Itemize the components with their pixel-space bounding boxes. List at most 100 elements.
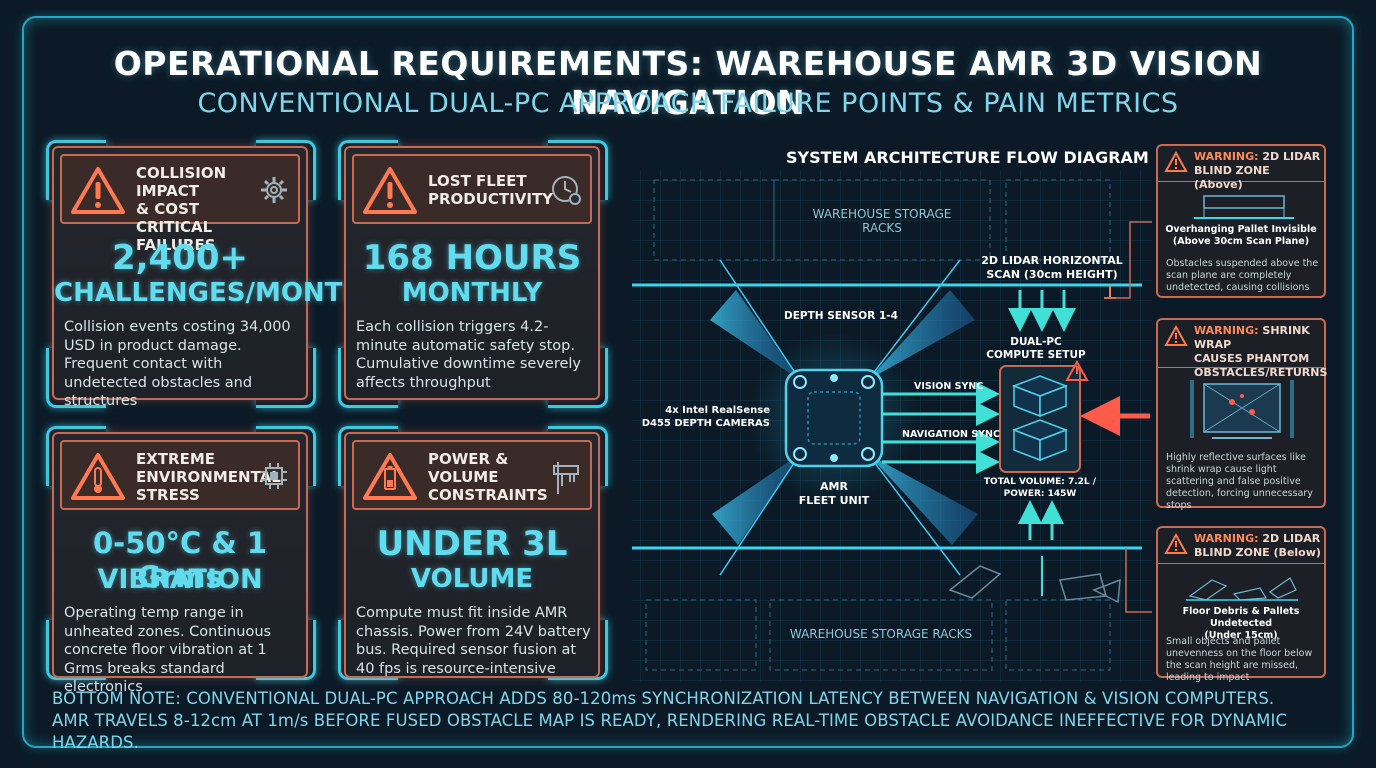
card-corner-bracket	[548, 140, 608, 200]
rack-bottom-box	[769, 599, 993, 671]
card-metric-value: 0-50°C & 1 Grms	[92, 526, 267, 594]
warning-description: Small objects and pallet unevenness on t…	[1166, 636, 1313, 683]
depth-sensor-label: DEPTH SENSOR 1-4	[784, 310, 898, 322]
card-metric-value: 2,400+	[111, 238, 249, 278]
page-subtitle: CONVENTIONAL DUAL-PC APPROACH FAILURE PO…	[197, 88, 1179, 119]
card-metric-unit: VIBRATION	[97, 564, 263, 595]
card-metric-value: 168 HOURS	[362, 238, 582, 278]
rack-top-box	[773, 179, 991, 261]
warning-icon	[1164, 533, 1188, 554]
shrink-wrap-icon	[1190, 380, 1294, 439]
warning-subtitle: Overhanging Pallet Invisible(Above 30cm …	[1165, 224, 1317, 247]
page-title: OPERATIONAL REQUIREMENTS: WAREHOUSE AMR …	[113, 44, 1263, 122]
depth-camera-dot	[793, 447, 807, 461]
card-corner-bracket	[256, 426, 316, 486]
card-metric-unit: MONTHLY	[401, 278, 543, 308]
depth-camera-dot	[830, 454, 838, 462]
card-corner-bracket	[46, 348, 106, 408]
card-metric-unit: VOLUME	[410, 564, 534, 594]
depth-camera-dot	[861, 447, 875, 461]
warning-icon	[363, 167, 417, 214]
rack-bottom-label: WAREHOUSE STORAGE RACKS	[789, 627, 973, 641]
diagram-title: SYSTEM ARCHITECTURE FLOW DIAGRAM	[786, 148, 1149, 167]
warning-icon	[1164, 325, 1188, 346]
battery-warning-icon	[363, 453, 417, 500]
card-corner-bracket	[256, 620, 316, 680]
card-corner-bracket	[256, 348, 316, 408]
amr-inner	[807, 391, 861, 445]
navigation-sync-label: NAVIGATION SYNC	[902, 429, 1000, 440]
compute-unit-icon	[1011, 419, 1069, 462]
card-corner-bracket	[46, 620, 106, 680]
total-volume-label: TOTAL VOLUME: 7.2L /POWER: 145W	[983, 477, 1097, 499]
compute-unit-icon	[1011, 375, 1069, 418]
warning-description: Obstacles suspended above the scan plane…	[1166, 258, 1319, 293]
thermometer-warning-icon	[71, 453, 125, 500]
warning-connector	[1104, 221, 1152, 299]
card-corner-bracket	[548, 348, 608, 408]
warning-description: Highly reflective surfaces like shrink w…	[1166, 452, 1313, 511]
rack-top-label: WAREHOUSE STORAGE RACKS	[812, 207, 952, 235]
vision-sync-label: VISION SYNC	[914, 381, 984, 392]
rack-outline	[1005, 599, 1111, 671]
overhanging-pallet-icon	[1194, 195, 1294, 219]
clock-icon	[552, 176, 581, 205]
gear-icon	[261, 177, 287, 203]
card-corner-bracket	[338, 140, 398, 200]
card-corner-bracket	[548, 426, 608, 486]
depth-camera-cone	[868, 454, 978, 545]
card-corner-bracket	[548, 620, 608, 680]
chip-icon	[261, 463, 287, 489]
card-corner-bracket	[338, 426, 398, 486]
bottom-note: BOTTOM NOTE: CONVENTIONAL DUAL-PC APPROA…	[52, 689, 1288, 752]
rack-outline	[645, 599, 757, 671]
rack-outline	[653, 179, 775, 261]
depth-camera-cone	[868, 290, 975, 380]
card-description: Collision events costing 34,000 USD in p…	[64, 319, 291, 409]
warning-subtitle: Floor Debris & Pallets Undetected(Under …	[1182, 606, 1300, 641]
depth-camera-dot	[793, 375, 807, 389]
card-corner-bracket	[338, 620, 398, 680]
card-description: Compute must fit inside AMR chassis. Pow…	[356, 605, 591, 677]
architecture-diagram	[632, 170, 1152, 682]
card-metric-unit: CHALLENGES/MONTH	[54, 278, 365, 308]
rack-outline	[1005, 179, 1111, 261]
card-corner-bracket	[256, 140, 316, 200]
card-metric-value: UNDER 3L	[376, 524, 568, 564]
depth-camera-dot	[861, 375, 875, 389]
card-corner-bracket	[338, 348, 398, 408]
card-description: Each collision triggers 4.2-minute autom…	[356, 319, 582, 391]
alert-icon	[1065, 359, 1089, 381]
outer-frame	[22, 16, 1354, 748]
floor-debris-icon	[1186, 577, 1298, 601]
card-corner-bracket	[46, 140, 106, 200]
card-description: Operating temp range in unheated zones. …	[64, 605, 272, 695]
warning-connector	[1125, 548, 1152, 613]
warning-icon	[1164, 151, 1188, 172]
